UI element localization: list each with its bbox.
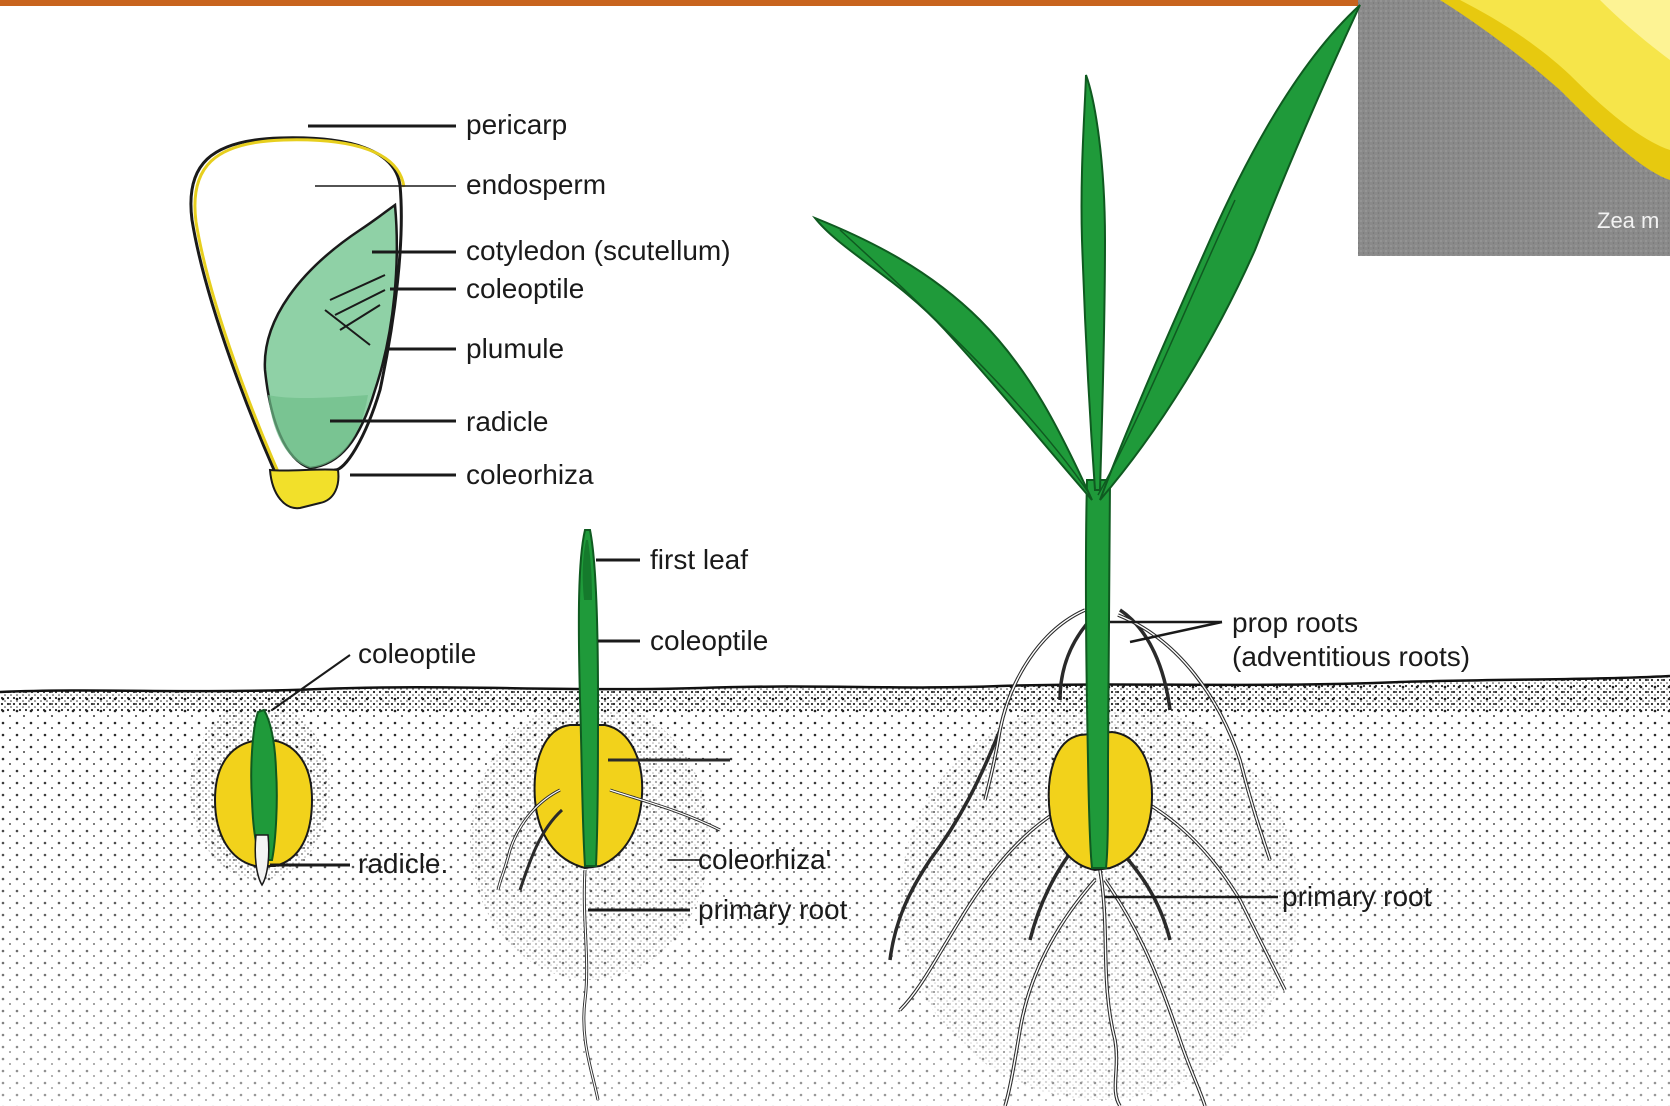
label-cotyledon: cotyledon (scutellum) xyxy=(466,235,731,266)
label-pericarp: pericarp xyxy=(466,109,567,140)
stage3-label-adventitious-roots: (adventitious roots) xyxy=(1232,641,1470,672)
label-coleorhiza: coleorhiza xyxy=(466,459,594,490)
corn-kernel-photo: Zea m xyxy=(1358,0,1670,256)
stage2-label-coleoptile: coleoptile xyxy=(650,625,768,656)
top-bar xyxy=(0,0,1360,6)
stage2-label-primary-root: primary root xyxy=(698,894,848,925)
stage2-label-first-leaf: first leaf xyxy=(650,544,748,575)
stage2-label-coleorhiza: coleorhiza' xyxy=(698,844,831,875)
seed-labels: pericarp endosperm cotyledon (scutellum)… xyxy=(466,109,731,490)
stage1-label-coleoptile: coleoptile xyxy=(358,638,476,669)
label-coleoptile: coleoptile xyxy=(466,273,584,304)
stage1-label-radicle: radicle. xyxy=(358,848,448,879)
photo-caption: Zea m xyxy=(1597,208,1659,233)
label-plumule: plumule xyxy=(466,333,564,364)
label-endosperm: endosperm xyxy=(466,169,606,200)
seed-cross-section xyxy=(191,138,404,508)
label-radicle: radicle xyxy=(466,406,548,437)
stage3-label-primary-root: primary root xyxy=(1282,881,1432,912)
stage3-label-prop-roots: prop roots xyxy=(1232,607,1358,638)
